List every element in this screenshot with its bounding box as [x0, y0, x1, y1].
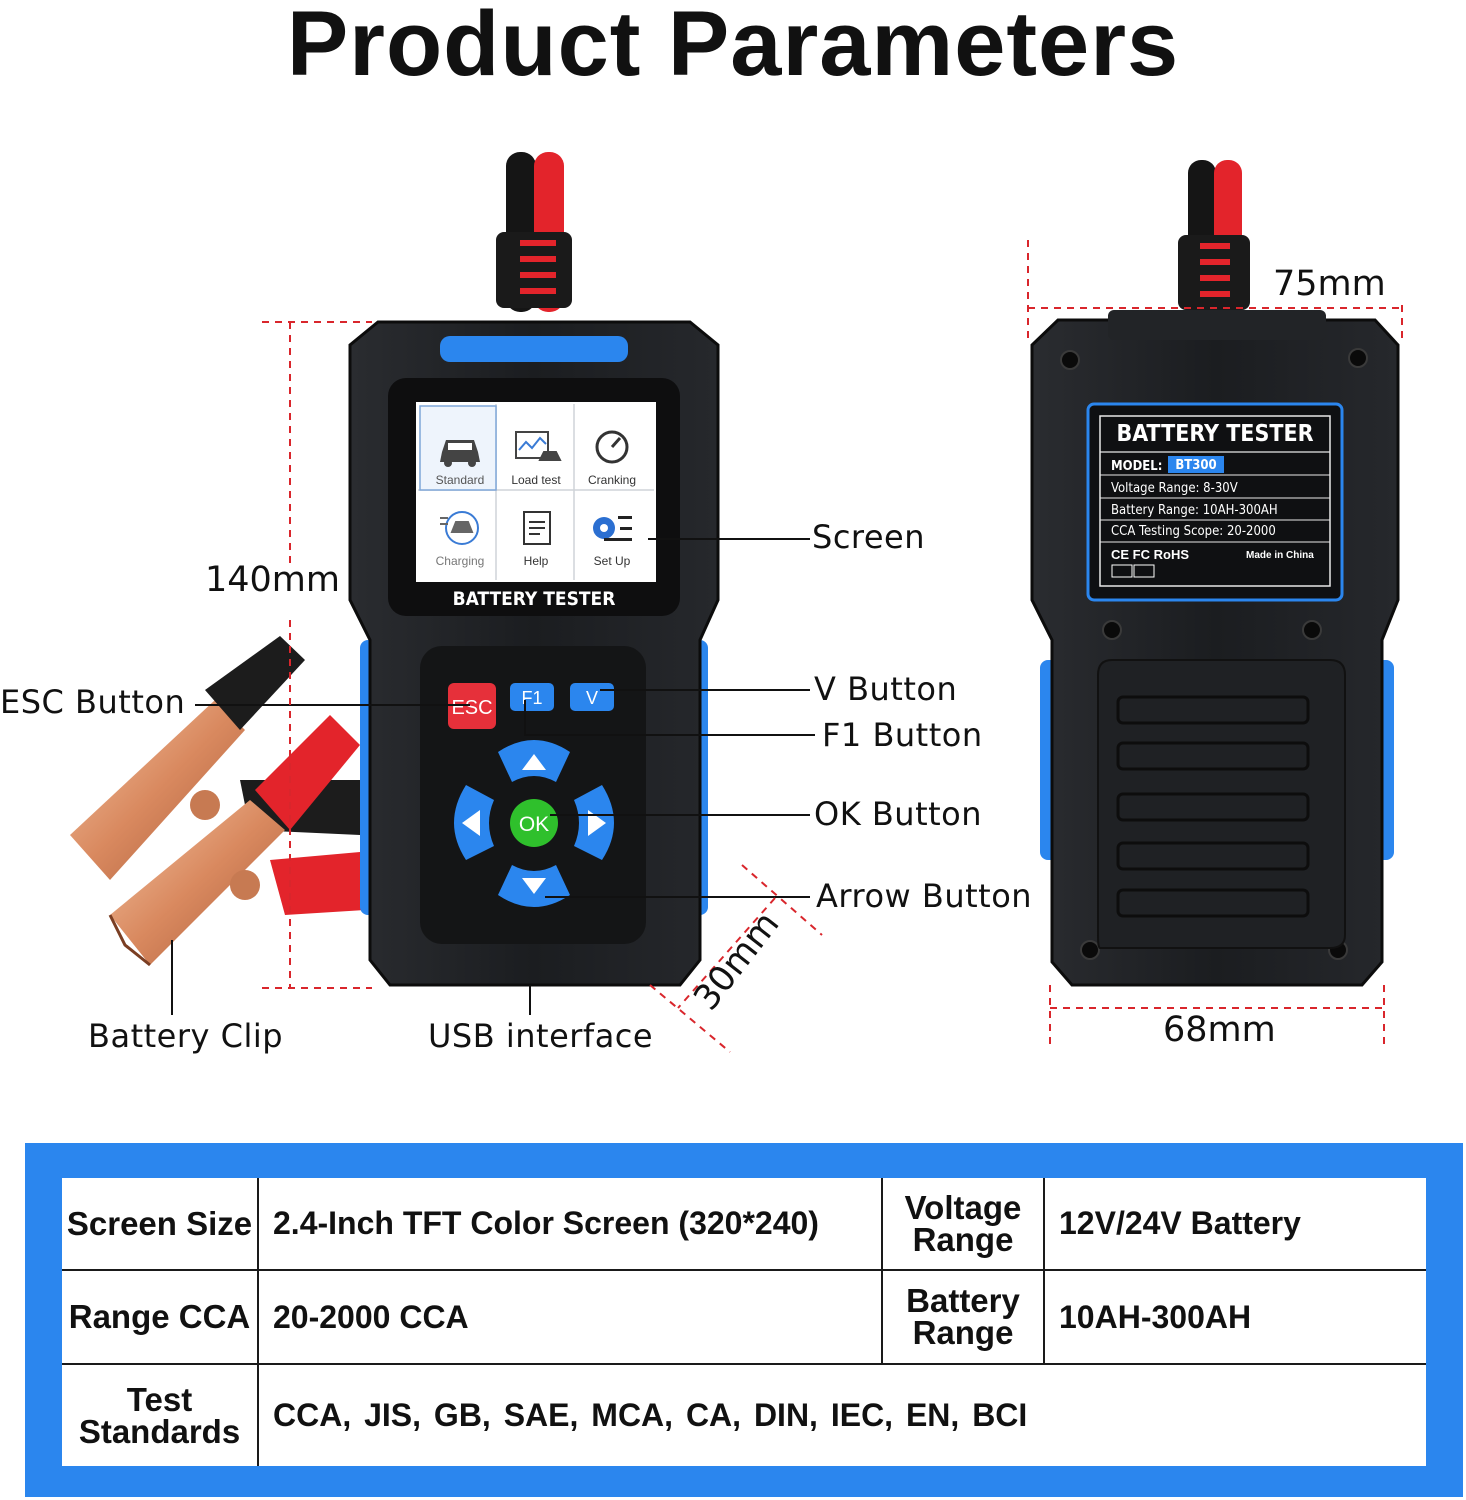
f1-key-label: F1 [521, 688, 542, 708]
dimension-lines-front [262, 321, 823, 1053]
back-label-voltage: Voltage Range: 8-30V [1111, 481, 1238, 496]
callout-esc-button: ESC Button [0, 683, 186, 721]
tile-label-set-up: Set Up [594, 554, 631, 568]
callout-screen: Screen [812, 518, 926, 556]
car-icon [440, 440, 480, 467]
callout-lines [171, 538, 815, 1015]
dimension-bottom-width: 68mm [1163, 1010, 1276, 1050]
chart-car-icon [515, 431, 562, 461]
charging-car-icon [440, 511, 479, 545]
tile-label-help: Help [524, 554, 549, 568]
v-button[interactable]: V [570, 683, 614, 711]
back-label-made-in: Made in China [1246, 550, 1314, 561]
spec-key-test-standards: Test Standards [62, 1363, 259, 1466]
gauge-icon [595, 430, 629, 464]
document-icon [523, 511, 551, 545]
f1-button[interactable]: F1 [510, 683, 554, 711]
tile-label-standard: Standard [436, 473, 485, 487]
spec-label-plate [1086, 402, 1344, 602]
spec-value-screen-size: 2.4-Inch TFT Color Screen (320*240) [257, 1178, 883, 1271]
callout-battery-clip: Battery Clip [88, 1017, 284, 1055]
table-row: Screen Size 2.4-Inch TFT Color Screen (3… [62, 1178, 1426, 1271]
back-label-model: BT300 [1175, 458, 1216, 473]
page-title: Product Parameters [286, 0, 1180, 95]
spec-key-voltage-range: Voltage Range [881, 1178, 1045, 1271]
spec-value-battery-range: 10AH-300AH [1043, 1269, 1426, 1365]
screen-brand: BATTERY TESTER [453, 588, 616, 610]
spec-value-range-cca: 20-2000 CCA [257, 1269, 883, 1365]
back-cables [1178, 160, 1250, 310]
back-label-title: BATTERY TESTER [1116, 421, 1313, 447]
v-key-label: V [586, 688, 598, 708]
arrow-left-button[interactable] [454, 785, 494, 860]
spec-table: Screen Size 2.4-Inch TFT Color Screen (3… [62, 1178, 1426, 1466]
dimension-lines-back [1027, 240, 1403, 1045]
spec-key-battery-range: Battery Range [881, 1269, 1045, 1365]
test-cables [496, 152, 572, 312]
esc-button[interactable]: ESC [448, 683, 496, 729]
product-illustration: Standard Load test Cranking Charging Hel… [70, 152, 1403, 1053]
table-row: Range CCA 20-2000 CCA Battery Range 10AH… [62, 1269, 1426, 1365]
callout-usb-interface: USB interface [428, 1017, 654, 1055]
ok-key-label: OK [519, 813, 549, 836]
spec-value-test-standards: CCA, JIS, GB, SAE, MCA, CA, DIN, IEC, EN… [257, 1363, 1426, 1466]
dimension-top-width: 75mm [1273, 264, 1386, 304]
table-row: Test Standards CCA, JIS, GB, SAE, MCA, C… [62, 1363, 1426, 1466]
esc-key-label: ESC [451, 697, 492, 719]
back-label-battery: Battery Range: 10AH-300AH [1111, 503, 1278, 518]
vent-panel [1097, 659, 1346, 949]
spec-key-screen-size: Screen Size [62, 1178, 259, 1271]
arrow-up-button[interactable] [498, 740, 570, 782]
battery-clip-icon [70, 636, 365, 967]
arrow-right-button[interactable] [574, 785, 614, 860]
callout-f1-button: F1 Button [822, 716, 983, 754]
tile-label-load-test: Load test [511, 473, 561, 487]
tile-label-cranking: Cranking [588, 473, 636, 487]
callout-arrow-button: Arrow Button [816, 877, 1033, 915]
dimension-height: 140mm [205, 560, 340, 600]
callout-v-button: V Button [814, 670, 958, 708]
ok-button[interactable]: OK [510, 799, 558, 847]
tile-label-charging: Charging [436, 554, 485, 568]
back-label-model-key: MODEL: [1111, 459, 1162, 474]
spec-value-voltage-range: 12V/24V Battery [1043, 1178, 1426, 1271]
spec-key-range-cca: Range CCA [62, 1269, 259, 1365]
settings-list-icon [593, 516, 632, 541]
back-label-marks: CE FC RoHS [1111, 547, 1189, 562]
callout-ok-button: OK Button [814, 795, 983, 833]
back-label-cca: CCA Testing Scope: 20-2000 [1111, 524, 1276, 539]
